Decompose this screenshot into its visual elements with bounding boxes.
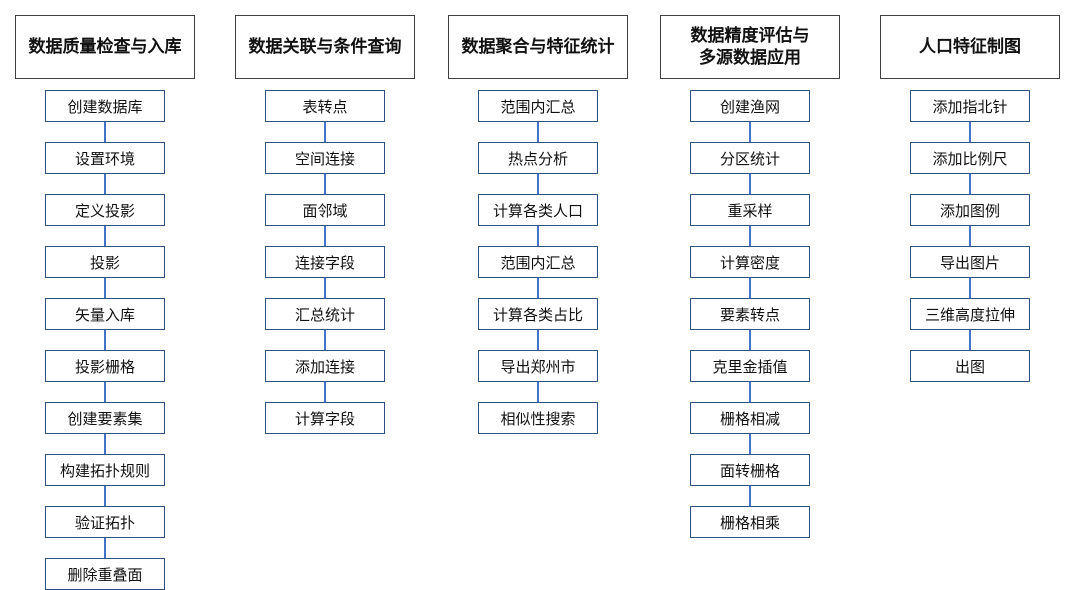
connector-line [324, 278, 326, 298]
workflow-column-2: 数据关联与条件查询表转点空间连接面邻域连接字段汇总统计添加连接计算字段 [225, 0, 425, 587]
connector-line [749, 278, 751, 298]
column-header: 人口特征制图 [880, 15, 1060, 79]
process-step: 热点分析 [478, 142, 598, 174]
connector-line [104, 330, 106, 350]
process-step: 范围内汇总 [478, 246, 598, 278]
process-step: 空间连接 [265, 142, 385, 174]
process-step: 投影栅格 [45, 350, 165, 382]
column-header: 数据聚合与特征统计 [448, 15, 628, 79]
process-step: 添加连接 [265, 350, 385, 382]
connector-line [537, 382, 539, 402]
process-step: 添加图例 [910, 194, 1030, 226]
process-step: 创建渔网 [690, 90, 810, 122]
process-step: 验证拓扑 [45, 506, 165, 538]
connector-line [324, 226, 326, 246]
process-step: 矢量入库 [45, 298, 165, 330]
process-step: 三维高度拉伸 [910, 298, 1030, 330]
connector-line [969, 174, 971, 194]
connector-line [969, 278, 971, 298]
connector-line [749, 382, 751, 402]
process-step: 克里金插值 [690, 350, 810, 382]
workflow-column-5: 人口特征制图添加指北针添加比例尺添加图例导出图片三维高度拉伸出图 [870, 0, 1070, 587]
connector-line [104, 382, 106, 402]
process-step: 删除重叠面 [45, 558, 165, 590]
process-step: 计算各类人口 [478, 194, 598, 226]
process-step: 汇总统计 [265, 298, 385, 330]
connector-line [324, 382, 326, 402]
process-step: 添加比例尺 [910, 142, 1030, 174]
process-step: 创建要素集 [45, 402, 165, 434]
process-step: 设置环境 [45, 142, 165, 174]
process-step: 重采样 [690, 194, 810, 226]
connector-line [324, 174, 326, 194]
connector-line [749, 330, 751, 350]
workflow-column-4: 数据精度评估与 多源数据应用创建渔网分区统计重采样计算密度要素转点克里金插值栅格… [650, 0, 850, 587]
connector-line [104, 434, 106, 454]
connector-line [537, 278, 539, 298]
connector-line [537, 330, 539, 350]
connector-line [749, 226, 751, 246]
process-step: 范围内汇总 [478, 90, 598, 122]
process-step: 计算字段 [265, 402, 385, 434]
process-step: 面转栅格 [690, 454, 810, 486]
process-step: 表转点 [265, 90, 385, 122]
column-header: 数据精度评估与 多源数据应用 [660, 15, 840, 79]
connector-line [749, 486, 751, 506]
process-step: 栅格相减 [690, 402, 810, 434]
process-step: 出图 [910, 350, 1030, 382]
connector-line [969, 226, 971, 246]
process-step: 计算各类占比 [478, 298, 598, 330]
column-header: 数据关联与条件查询 [235, 15, 415, 79]
connector-line [969, 330, 971, 350]
connector-line [104, 226, 106, 246]
process-step: 投影 [45, 246, 165, 278]
connector-line [537, 174, 539, 194]
process-step: 连接字段 [265, 246, 385, 278]
connector-line [537, 122, 539, 142]
process-step: 导出郑州市 [478, 350, 598, 382]
process-step: 要素转点 [690, 298, 810, 330]
process-step: 添加指北针 [910, 90, 1030, 122]
process-step: 面邻域 [265, 194, 385, 226]
connector-line [537, 226, 539, 246]
process-step: 相似性搜索 [478, 402, 598, 434]
process-step: 分区统计 [690, 142, 810, 174]
connector-line [749, 174, 751, 194]
connector-line [104, 278, 106, 298]
workflow-column-3: 数据聚合与特征统计范围内汇总热点分析计算各类人口范围内汇总计算各类占比导出郑州市… [438, 0, 638, 587]
connector-line [104, 122, 106, 142]
process-step: 定义投影 [45, 194, 165, 226]
process-step: 栅格相乘 [690, 506, 810, 538]
connector-line [969, 122, 971, 142]
connector-line [104, 486, 106, 506]
connector-line [104, 538, 106, 558]
connector-line [324, 330, 326, 350]
workflow-column-1: 数据质量检查与入库创建数据库设置环境定义投影投影矢量入库投影栅格创建要素集构建拓… [5, 0, 205, 590]
process-step: 导出图片 [910, 246, 1030, 278]
connector-line [324, 122, 326, 142]
process-step: 计算密度 [690, 246, 810, 278]
process-step: 创建数据库 [45, 90, 165, 122]
column-header: 数据质量检查与入库 [15, 15, 195, 79]
connector-line [104, 174, 106, 194]
connector-line [749, 122, 751, 142]
connector-line [749, 434, 751, 454]
process-step: 构建拓扑规则 [45, 454, 165, 486]
